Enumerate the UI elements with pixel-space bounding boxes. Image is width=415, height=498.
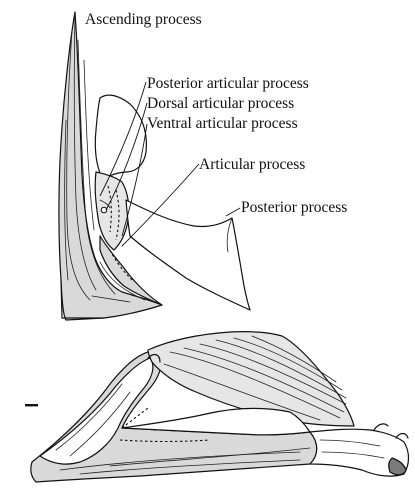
lower-bone-fan [147, 331, 355, 427]
posterior-articular-process-shape [94, 94, 147, 179]
label-posterior-articular-process: Posterior articular process [147, 75, 309, 92]
leader-lines [99, 81, 241, 247]
lower-bone [30, 331, 410, 483]
label-posterior-process: Posterior process [241, 199, 347, 216]
label-ascending-process: Ascending process [85, 11, 202, 28]
posterior-process-shape [125, 199, 251, 311]
scale-bar [25, 404, 38, 407]
premaxilla-bone [58, 11, 251, 321]
lower-bone-right-end [309, 428, 410, 477]
label-ventral-articular-process: Ventral articular process [147, 115, 298, 132]
label-articular-process: Articular process [199, 156, 305, 173]
lower-bone-dark-tip [388, 457, 407, 476]
label-dorsal-articular-process: Dorsal articular process [147, 95, 294, 112]
